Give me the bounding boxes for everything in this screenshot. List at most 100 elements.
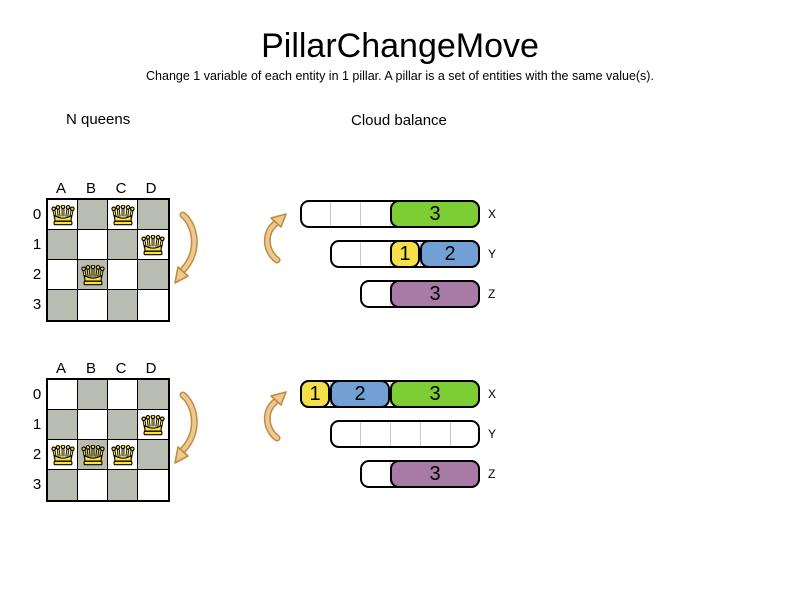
bar-unit-divider xyxy=(330,202,331,226)
queen-icon xyxy=(110,205,135,226)
board-cell-d2 xyxy=(138,440,168,470)
board-cell-a0 xyxy=(48,200,78,230)
process-segment-yellow: 1 xyxy=(390,240,420,268)
section-label-nqueens: N queens xyxy=(66,111,131,128)
row-label-1: 1 xyxy=(32,416,42,433)
board-cell-d3 xyxy=(138,290,168,320)
row-label-2: 2 xyxy=(32,266,42,283)
nqueens-board-before: A B C D 0 1 2 3 xyxy=(28,180,170,322)
board-cell-a0 xyxy=(48,380,78,410)
board-cell-a3 xyxy=(48,290,78,320)
nqueens-board-after: A B C D 0 1 2 3 xyxy=(28,360,170,502)
board-corner xyxy=(28,182,46,198)
cloud-move-arrow-icon xyxy=(263,391,287,442)
process-segment-blue: 2 xyxy=(330,380,390,408)
board-cell-a1 xyxy=(48,410,78,440)
column-label-c: C xyxy=(115,180,127,197)
column-label-d: D xyxy=(145,360,157,377)
bar-label-y: Y xyxy=(488,247,497,261)
board-cell-a3 xyxy=(48,470,78,500)
board-cell-d1 xyxy=(138,230,168,260)
column-label-d: D xyxy=(145,180,157,197)
board-cell-d0 xyxy=(138,380,168,410)
row-label-3: 3 xyxy=(32,296,42,313)
board-corner xyxy=(28,362,46,378)
board-cell-d2 xyxy=(138,260,168,290)
section-label-cloud-balance: Cloud balance xyxy=(351,112,447,129)
process-segment-yellow: 1 xyxy=(300,380,330,408)
board-cell-b1 xyxy=(78,410,108,440)
cloud-bar-after-z: 3 xyxy=(360,460,480,488)
board-cell-d3 xyxy=(138,470,168,500)
board-cell-c0 xyxy=(108,200,138,230)
column-label-b: B xyxy=(85,360,96,377)
process-segment-purple: 3 xyxy=(390,280,480,308)
page-title: PillarChangeMove xyxy=(261,27,539,65)
board-cell-c3 xyxy=(108,290,138,320)
board-cell-c1 xyxy=(108,230,138,260)
row-label-0: 0 xyxy=(32,386,42,403)
board-cell-b3 xyxy=(78,290,108,320)
queen-icon xyxy=(80,265,105,286)
process-segment-blue: 2 xyxy=(420,240,480,268)
bar-label-y: Y xyxy=(488,427,497,441)
board-row-labels: 0 1 2 3 xyxy=(28,378,46,502)
row-label-2: 2 xyxy=(32,446,42,463)
bar-track xyxy=(330,420,480,448)
board-column-headers: A B C D xyxy=(28,360,170,378)
board-cell-c1 xyxy=(108,410,138,440)
nqueens-move-arrow-icon xyxy=(174,211,198,284)
page-subtitle: Change 1 variable of each entity in 1 pi… xyxy=(146,69,654,83)
bar-unit-divider xyxy=(360,242,361,266)
board-cell-b1 xyxy=(78,230,108,260)
column-label-a: A xyxy=(55,360,66,377)
board-cell-a2 xyxy=(48,260,78,290)
row-label-3: 3 xyxy=(32,476,42,493)
board-cell-b3 xyxy=(78,470,108,500)
board-cell-d0 xyxy=(138,200,168,230)
process-segment-green: 3 xyxy=(390,380,480,408)
bar-label-z: Z xyxy=(488,467,496,481)
board-cell-d1 xyxy=(138,410,168,440)
bar-label-x: X xyxy=(488,387,497,401)
board-cell-c2 xyxy=(108,260,138,290)
process-segment-purple: 3 xyxy=(390,460,480,488)
bar-unit-divider xyxy=(390,422,391,446)
board-cell-c2 xyxy=(108,440,138,470)
bar-unit-divider xyxy=(420,422,421,446)
column-label-c: C xyxy=(115,360,127,377)
board-column-headers: A B C D xyxy=(28,180,170,198)
queen-icon xyxy=(80,445,105,466)
row-label-0: 0 xyxy=(32,206,42,223)
board-row-labels: 0 1 2 3 xyxy=(28,198,46,322)
board-cell-b2 xyxy=(78,440,108,470)
board-grid xyxy=(46,198,170,322)
board-cell-a1 xyxy=(48,230,78,260)
bar-label-x: X xyxy=(488,207,497,221)
cloud-move-arrow-icon xyxy=(263,213,287,264)
board-grid xyxy=(46,378,170,502)
board-cell-b0 xyxy=(78,380,108,410)
board-body: 0 1 2 3 xyxy=(28,378,170,502)
board-cell-a2 xyxy=(48,440,78,470)
queen-icon xyxy=(50,205,75,226)
row-label-1: 1 xyxy=(32,236,42,253)
bar-label-z: Z xyxy=(488,287,496,301)
queen-icon xyxy=(50,445,75,466)
nqueens-move-arrow-icon xyxy=(174,391,198,464)
column-label-a: A xyxy=(55,180,66,197)
board-cell-b0 xyxy=(78,200,108,230)
bar-unit-divider xyxy=(360,202,361,226)
column-label-b: B xyxy=(85,180,96,197)
board-cell-c0 xyxy=(108,380,138,410)
cloud-bar-before-x: 3 xyxy=(300,200,480,228)
board-body: 0 1 2 3 xyxy=(28,198,170,322)
board-cell-b2 xyxy=(78,260,108,290)
board-cell-c3 xyxy=(108,470,138,500)
process-segment-green: 3 xyxy=(390,200,480,228)
cloud-bar-before-z: 3 xyxy=(360,280,480,308)
queen-icon xyxy=(141,235,165,256)
queen-icon xyxy=(141,415,165,436)
